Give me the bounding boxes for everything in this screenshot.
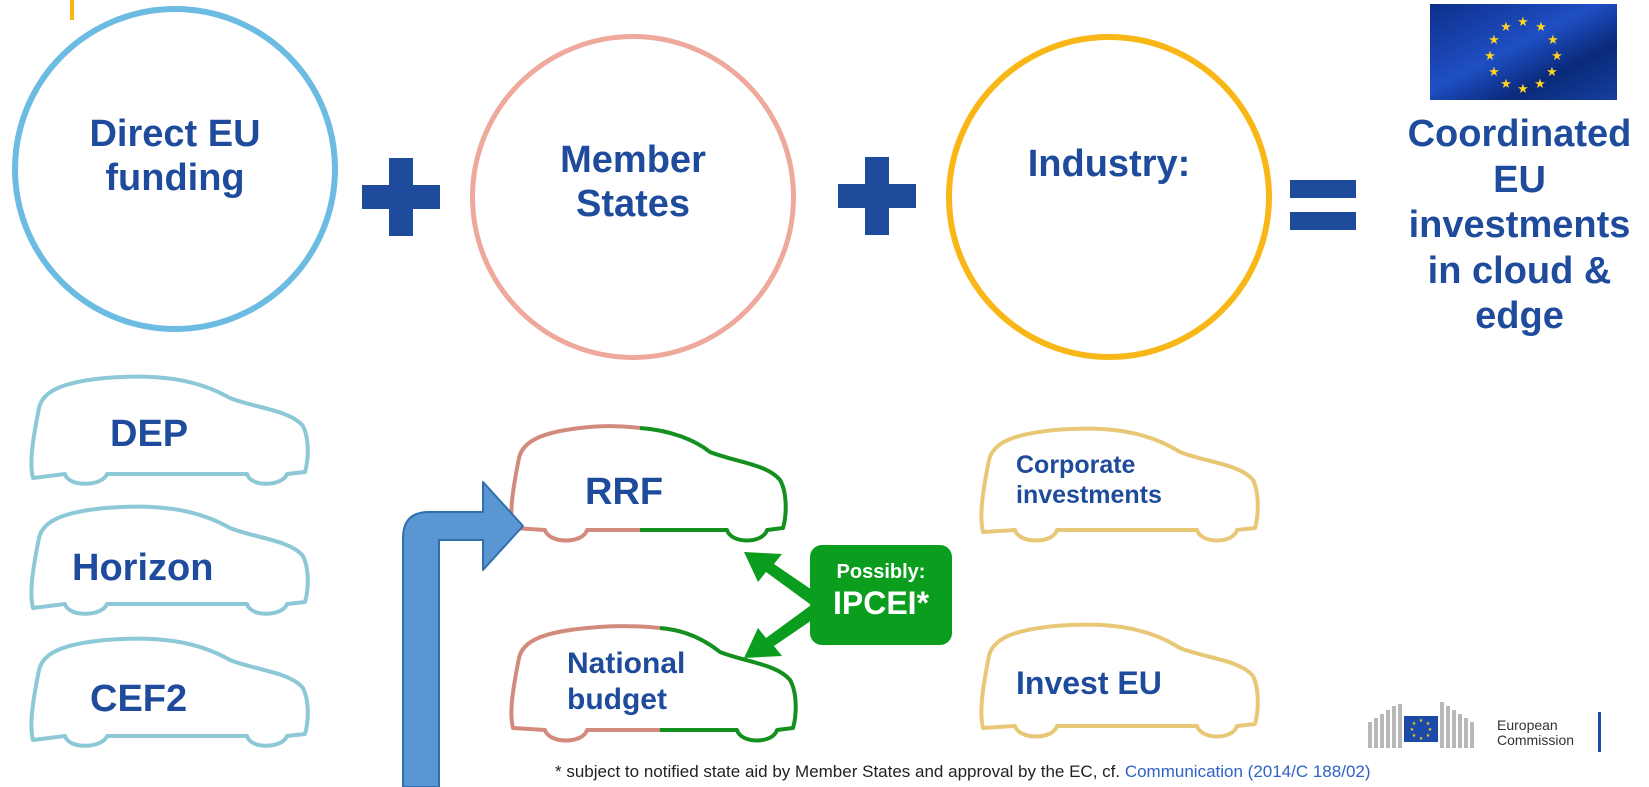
svg-text:★: ★ xyxy=(1546,65,1558,80)
car-invest-eu xyxy=(979,622,1260,739)
plus-icon xyxy=(362,158,440,236)
svg-text:★: ★ xyxy=(1517,82,1529,97)
svg-text:★: ★ xyxy=(1419,736,1424,742)
svg-text:★: ★ xyxy=(1551,49,1563,64)
svg-text:★: ★ xyxy=(1412,721,1417,727)
logo-divider xyxy=(1598,712,1601,752)
member-states-label: Member States xyxy=(560,139,706,226)
car-label-corporate-investments: Corporate investments xyxy=(1016,451,1162,509)
car-horizon xyxy=(29,504,310,616)
car-dep xyxy=(29,374,310,486)
plus-icon xyxy=(838,157,916,235)
direct-funding-label: Direct EU funding xyxy=(89,113,261,200)
svg-text:★: ★ xyxy=(1428,727,1433,733)
svg-text:★: ★ xyxy=(1419,718,1424,724)
european-commission-logo-text: European Commission xyxy=(1497,717,1575,749)
ipcei-label-line1: Possibly: xyxy=(836,561,926,583)
logo-line1: European xyxy=(1497,717,1558,733)
european-commission-logo-graphic: ★★★ ★★★ ★★ xyxy=(1368,702,1474,748)
ipcei-box xyxy=(810,545,952,645)
member-states-circle xyxy=(470,34,796,360)
car-label-rrf: RRF xyxy=(585,471,664,513)
svg-text:★: ★ xyxy=(1547,33,1559,48)
ipcei-double-arrow xyxy=(744,552,818,658)
footnote-text: * subject to notified state aid by Membe… xyxy=(555,762,1121,781)
svg-text:★: ★ xyxy=(1534,77,1546,92)
car-label-dep: DEP xyxy=(110,413,189,455)
direct-funding-circle xyxy=(12,6,338,332)
car-corporate-investments xyxy=(979,426,1260,543)
ipcei-label-line2: IPCEI* xyxy=(832,585,930,621)
svg-text:★: ★ xyxy=(1500,20,1512,35)
svg-text:★: ★ xyxy=(1517,15,1529,30)
svg-text:★: ★ xyxy=(1488,33,1500,48)
car-cef2 xyxy=(29,636,310,748)
car-label-invest-eu: Invest EU xyxy=(1016,665,1162,701)
result-text: Coordinated EU investments in cloud & ed… xyxy=(1407,113,1632,338)
car-rrf xyxy=(509,424,788,543)
car-label-cef2: CEF2 xyxy=(90,678,188,720)
svg-text:★: ★ xyxy=(1410,727,1415,733)
svg-text:★: ★ xyxy=(1426,721,1431,727)
svg-text:★: ★ xyxy=(1535,20,1547,35)
footnote: * subject to notified state aid by Membe… xyxy=(555,762,1371,782)
car-label-horizon: Horizon xyxy=(72,547,214,589)
svg-text:★: ★ xyxy=(1426,733,1431,739)
svg-text:★: ★ xyxy=(1500,77,1512,92)
bent-arrow xyxy=(402,481,524,787)
equals-icon xyxy=(1290,180,1356,230)
car-label-national-budget: National budget xyxy=(567,647,686,716)
footnote-link[interactable]: Communication (2014/C 188/02) xyxy=(1124,762,1371,781)
svg-text:★: ★ xyxy=(1484,49,1496,64)
svg-text:★: ★ xyxy=(1488,65,1500,80)
eu-flag-image: ★★★ ★★★ ★★★ ★★★ xyxy=(1430,4,1617,100)
accent-mark xyxy=(70,0,74,20)
svg-text:★: ★ xyxy=(1412,733,1417,739)
industry-circle xyxy=(946,34,1272,360)
industry-label: Industry: xyxy=(1027,143,1191,185)
car-national-budget xyxy=(509,624,798,743)
logo-line2: Commission xyxy=(1497,732,1575,749)
